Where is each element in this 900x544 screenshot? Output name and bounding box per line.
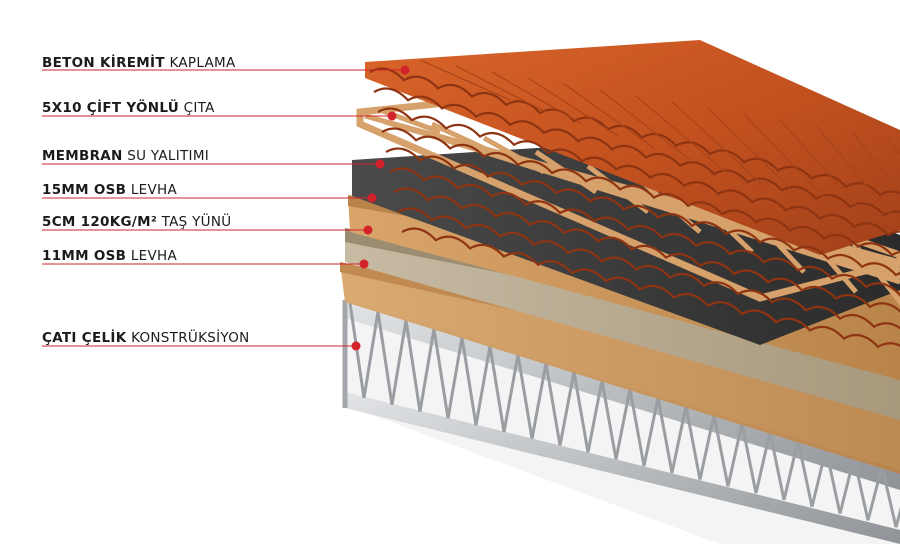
truss-member — [432, 328, 450, 419]
truss-member — [614, 388, 632, 460]
leader-dots — [351, 65, 410, 351]
truss-member — [712, 414, 730, 487]
leader-dot — [367, 193, 377, 203]
truss-member — [362, 311, 380, 399]
truss-member — [866, 466, 884, 521]
batten-strip — [586, 164, 650, 214]
truss-member — [642, 397, 660, 467]
leader-dot — [387, 111, 397, 121]
steel-construction-layer — [342, 300, 900, 544]
truss-member — [572, 371, 590, 453]
truss-member — [348, 302, 366, 399]
label-osb-15mm: 15MM OSB LEVHA — [42, 182, 178, 198]
leader-lines — [42, 69, 405, 347]
tile-row — [377, 107, 900, 237]
tile-seam — [851, 131, 900, 193]
tile-seam — [527, 77, 619, 137]
truss-member — [852, 457, 870, 521]
truss-member — [474, 345, 492, 426]
truss-member — [740, 423, 758, 494]
truss-member — [544, 362, 562, 446]
truss-member — [656, 397, 674, 474]
truss-member — [670, 405, 688, 474]
tile-seam — [491, 71, 583, 125]
truss-member — [376, 311, 394, 406]
label-steel-construction: ÇATI ÇELİK KONSTRÜKSİYON — [42, 330, 250, 346]
truss-member — [516, 354, 534, 440]
tile-row — [393, 187, 900, 313]
truss-member — [418, 328, 436, 412]
tile-row — [381, 127, 900, 257]
truss-member — [586, 380, 604, 453]
truss-member — [488, 345, 506, 433]
truss-member — [894, 506, 900, 528]
truss-member — [530, 362, 548, 440]
truss-member — [768, 431, 786, 501]
tile-seam — [455, 65, 547, 113]
tile-layer — [365, 40, 900, 349]
tile-seam — [779, 119, 871, 221]
truss-member — [600, 380, 618, 460]
truss-member — [558, 371, 576, 446]
batten-strip — [482, 135, 546, 175]
truss-member — [502, 354, 520, 433]
truss-member — [684, 405, 702, 480]
tile-row — [373, 87, 900, 217]
leader-dot — [375, 159, 385, 169]
truss-member — [824, 448, 842, 514]
batten-strip — [846, 234, 900, 306]
truss-member — [726, 423, 744, 487]
tile-row — [385, 147, 900, 277]
leader-dot — [359, 259, 369, 269]
leader-dot — [400, 65, 410, 75]
label-osb-11mm: 11MM OSB LEVHA — [42, 248, 178, 264]
batten-strip — [534, 149, 598, 195]
label-rockwool: 5CM 120KG/M² TAŞ YÜNÜ — [42, 214, 232, 230]
tile-seam — [563, 83, 655, 149]
tile-row — [389, 167, 900, 297]
leader-dot — [363, 225, 373, 235]
truss-member — [628, 388, 646, 467]
tile-seam — [815, 125, 900, 226]
tile-row — [401, 227, 900, 349]
truss-member — [460, 337, 478, 426]
label-batten: 5X10 ÇİFT YÖNLÜ ÇITA — [42, 100, 215, 116]
tile-seam — [635, 95, 727, 173]
tile-seam — [599, 89, 691, 161]
truss-member — [880, 466, 898, 528]
label-membrane: MEMBRAN SU YALITIMI — [42, 148, 210, 164]
tile-seam — [419, 59, 511, 101]
truss-member — [404, 319, 422, 412]
batten-strip — [430, 121, 494, 155]
leader-dot — [351, 341, 361, 351]
truss-member — [754, 431, 772, 494]
truss-member — [446, 337, 464, 419]
truss-member — [390, 319, 408, 406]
truss-member — [810, 448, 828, 508]
truss-member — [796, 440, 814, 508]
truss-member — [838, 457, 856, 514]
label-concrete-tile: BETON KİREMİT KAPLAMA — [42, 55, 236, 71]
tile-row — [397, 207, 900, 330]
tile-seam — [743, 113, 835, 209]
tile-seam — [671, 101, 763, 185]
truss-member — [782, 440, 800, 501]
truss-member — [698, 414, 716, 480]
tile-seam — [707, 107, 799, 197]
tile-row — [369, 67, 900, 197]
